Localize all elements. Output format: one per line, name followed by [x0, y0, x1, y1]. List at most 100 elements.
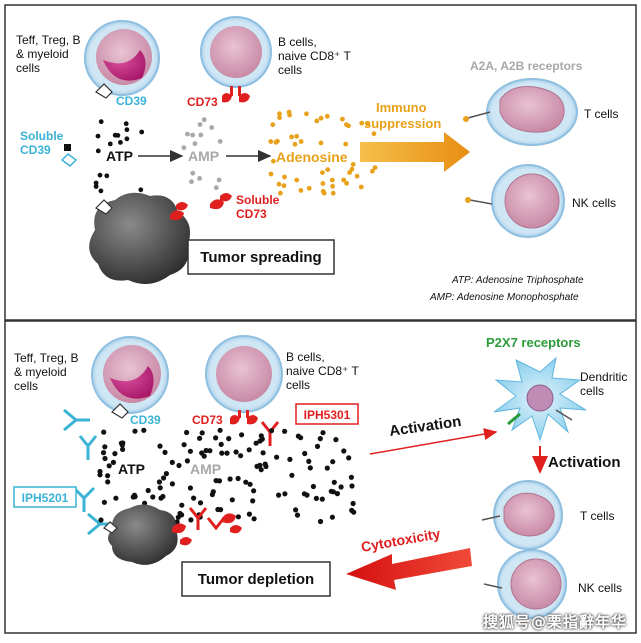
molecule-dot	[313, 495, 319, 501]
molecule-dot	[189, 179, 194, 185]
molecule-dot	[246, 511, 252, 517]
molecule-dot	[329, 514, 335, 520]
top-t-cell: T cells	[463, 78, 618, 146]
top-left-cell-label-3: cells	[16, 61, 40, 75]
molecule-dot	[258, 433, 264, 439]
molecule-dot	[268, 428, 275, 434]
molecule-dot	[138, 187, 144, 193]
tumor-depletion-box	[181, 561, 331, 597]
molecule-dot	[334, 491, 340, 497]
molecule-dot	[270, 122, 276, 128]
molecule-dot	[192, 141, 198, 147]
molecule-dot	[112, 451, 118, 457]
molecule-dot	[325, 167, 331, 173]
cd39-enzyme-icon	[95, 83, 113, 99]
bottom-mid-cell-label-2: naive CD8⁺ T	[286, 364, 359, 378]
molecule-dot	[251, 488, 257, 494]
molecule-dot	[132, 428, 138, 434]
molecule-dot	[124, 136, 130, 142]
molecule-dot	[184, 429, 190, 436]
molecule-dot	[104, 173, 110, 179]
bottom-t-cell: T cells	[481, 480, 614, 550]
bottom-mid-cell: B cells, naive CD8⁺ T cells CD73	[192, 335, 359, 446]
bottom-mid-cell-label-1: B cells,	[286, 350, 325, 364]
molecule-dot	[179, 502, 185, 508]
molecule-dot	[257, 462, 263, 468]
dendritic-label-1: Dendritic	[580, 370, 627, 384]
molecule-dot	[347, 170, 352, 175]
cytotoxicity-arrow	[346, 548, 472, 590]
molecule-dot	[343, 141, 349, 147]
top-cd39-label: CD39	[116, 94, 147, 108]
molecule-dot	[320, 430, 326, 436]
molecule-dot	[98, 188, 104, 194]
molecule-dot	[304, 111, 309, 117]
bottom-nk-cells-label: NK cells	[578, 581, 622, 595]
bottom-cd73-antibody-complexes	[172, 507, 242, 546]
molecule-dot	[181, 145, 187, 151]
iph5201-box	[13, 486, 77, 508]
molecule-dot	[162, 449, 168, 455]
molecule-dot	[105, 479, 111, 485]
molecule-dot	[250, 498, 256, 504]
molecule-dot	[371, 131, 377, 137]
molecule-dot	[101, 499, 107, 505]
tumor-depletion-label: Tumor depletion	[198, 571, 314, 588]
dendritic-cell: Dendritic cells	[493, 356, 627, 442]
legend-atp: ATP: Adenosine Triphosphate	[451, 275, 584, 286]
molecule-dot	[93, 184, 99, 189]
bottom-amp-label: AMP	[190, 461, 221, 477]
adenosine-dots	[268, 109, 386, 196]
top-left-cell: Teff, Treg, B & myeloid cells CD39	[16, 20, 160, 108]
molecule-dot	[263, 463, 269, 470]
molecule-dot	[101, 429, 107, 435]
molecule-dot	[298, 435, 304, 441]
soluble-cd39-label-2: CD39	[20, 143, 51, 157]
molecule-dot	[328, 488, 334, 494]
molecule-dot	[282, 491, 288, 497]
top-atp-label: ATP	[106, 148, 133, 164]
molecule-dot	[331, 479, 337, 485]
molecule-dot	[314, 118, 320, 124]
immuno-label-2: suppression	[364, 116, 441, 131]
molecule-dot	[188, 517, 194, 523]
bottom-left-cell: Teff, Treg, B & myeloid cells CD39	[14, 336, 169, 427]
molecule-dot	[227, 476, 233, 482]
molecule-dot	[235, 514, 241, 520]
molecule-dot	[344, 180, 349, 186]
molecule-dot	[187, 485, 193, 491]
molecule-dot	[365, 121, 371, 127]
molecule-dot	[235, 475, 241, 482]
molecule-dot	[95, 148, 101, 154]
molecule-dot	[359, 120, 365, 126]
molecule-dot	[314, 443, 321, 449]
molecule-dot	[243, 479, 249, 485]
tumor-spreading-box	[187, 239, 335, 275]
iph5201-label: IPH5201	[22, 491, 69, 505]
molecule-dot	[268, 139, 274, 144]
molecule-dot	[358, 184, 364, 190]
molecule-dot	[277, 111, 282, 117]
top-amp-label: AMP	[188, 148, 219, 164]
molecule-dot	[197, 500, 204, 506]
molecule-dot	[289, 134, 294, 140]
molecule-dot	[372, 165, 378, 171]
molecule-dot	[213, 478, 219, 484]
molecule-dot	[349, 483, 355, 489]
molecule-dot	[281, 183, 287, 189]
molecule-dot	[113, 495, 119, 501]
soluble-cd73-label-1: Soluble	[236, 193, 280, 207]
molecule-dot	[112, 132, 118, 138]
molecule-dot	[293, 507, 299, 513]
molecule-dot	[238, 453, 244, 459]
soluble-cd73-icon	[210, 193, 232, 210]
top-atp-dots	[93, 119, 145, 194]
iph5301-box	[295, 403, 359, 425]
top-left-cell-label-1: Teff, Treg, B	[16, 33, 80, 47]
molecule-dot	[145, 487, 151, 494]
molecule-dot	[349, 166, 355, 172]
bottom-nk-cell: NK cells	[483, 549, 622, 619]
molecule-dot	[199, 450, 205, 456]
molecule-dot	[330, 190, 336, 196]
molecule-dot	[161, 475, 167, 481]
